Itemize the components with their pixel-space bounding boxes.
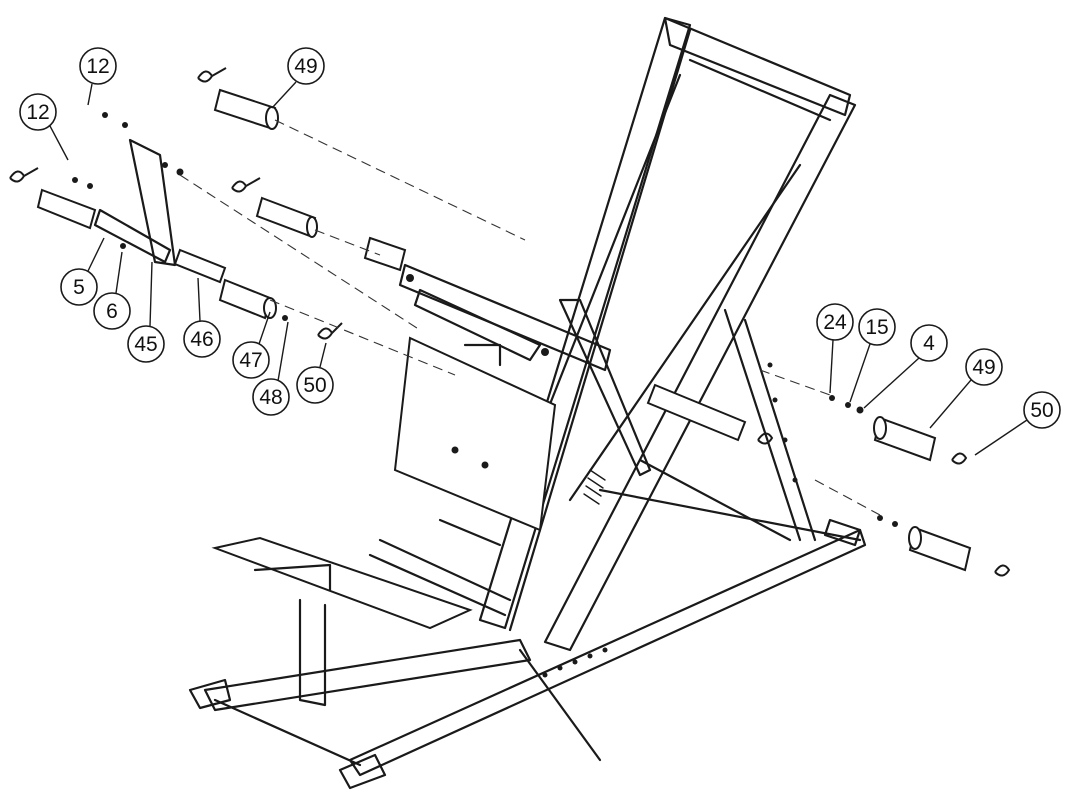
base-hole-row xyxy=(542,647,608,678)
svg-text:50: 50 xyxy=(1030,399,1053,422)
svg-text:49: 49 xyxy=(294,55,317,78)
right-roller-pad xyxy=(829,395,972,572)
callout-12-upper: 12 xyxy=(79,47,117,106)
svg-text:49: 49 xyxy=(972,356,995,379)
svg-text:12: 12 xyxy=(86,55,109,78)
callout-6: 6 xyxy=(93,251,131,330)
svg-text:50: 50 xyxy=(303,374,326,397)
lock-spring xyxy=(583,469,606,505)
callout-45: 45 xyxy=(127,261,165,363)
svg-text:5: 5 xyxy=(73,276,85,299)
callout-49-upper: 49 xyxy=(271,47,325,109)
callout-12-lower: 12 xyxy=(19,93,69,161)
svg-text:6: 6 xyxy=(106,300,118,323)
callout-49-right: 49 xyxy=(929,348,1003,429)
svg-text:45: 45 xyxy=(134,333,157,356)
callout-4: 4 xyxy=(863,324,948,409)
callout-5: 5 xyxy=(60,237,105,306)
foot-plate xyxy=(393,336,557,547)
seat-assembly xyxy=(211,536,512,707)
callout-48: 48 xyxy=(252,321,290,416)
svg-text:47: 47 xyxy=(239,349,262,372)
callout-15: 15 xyxy=(849,308,896,403)
lever-arm xyxy=(363,236,747,442)
upper-roller-pad xyxy=(213,88,318,238)
callout-46: 46 xyxy=(183,277,221,358)
left-arm-subassembly xyxy=(36,112,288,321)
callout-50-left: 50 xyxy=(296,342,334,404)
spring-clip-icon xyxy=(9,67,1011,577)
callout-24: 24 xyxy=(816,303,854,394)
frame-hole-column xyxy=(767,362,798,483)
svg-text:15: 15 xyxy=(865,316,888,339)
callout-50-right: 50 xyxy=(974,391,1061,456)
callouts: 12 12 49 5 6 45 xyxy=(19,47,1061,456)
svg-text:46: 46 xyxy=(190,328,213,351)
svg-text:12: 12 xyxy=(26,101,49,124)
callout-47: 47 xyxy=(232,311,271,379)
svg-text:4: 4 xyxy=(923,332,935,355)
svg-text:48: 48 xyxy=(259,386,282,409)
assembly-guide-lines xyxy=(179,119,881,516)
svg-text:24: 24 xyxy=(823,311,847,334)
